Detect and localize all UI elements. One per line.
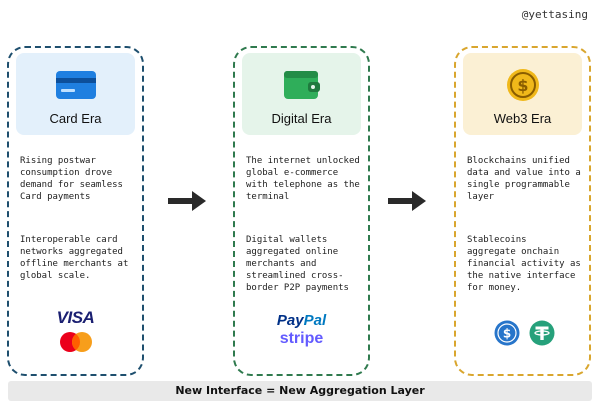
credit-card-icon	[55, 71, 96, 99]
dollar-coin-icon: $	[506, 69, 539, 101]
era-title: Card Era	[49, 111, 102, 126]
era-title: Web3 Era	[493, 111, 552, 126]
visa-logo: VISA	[56, 308, 95, 327]
author-handle: @yettasing	[521, 8, 588, 21]
era-description: Digital wallets aggregated online mercha…	[246, 235, 349, 293]
right-arrow-icon	[168, 191, 206, 211]
svg-text:$: $	[503, 327, 511, 341]
stripe-logo: stripe	[279, 330, 324, 347]
digital-era-logos: PayPal stripe	[235, 306, 368, 366]
web3-era-panel: $ Web3 Era Blockchains unified data and …	[454, 46, 591, 376]
digital-era-header: Digital Era	[242, 53, 361, 135]
era-description: Interoperable card networks aggregated o…	[20, 235, 129, 281]
card-era-logos: VISA	[9, 306, 142, 366]
wallet-icon	[283, 71, 320, 99]
web3-era-header: $ Web3 Era	[463, 53, 582, 135]
era-description: Stablecoins aggregate onchain financial …	[467, 235, 581, 293]
era-description: Rising postwar consumption drove demand …	[20, 156, 123, 202]
era-title: Digital Era	[271, 111, 332, 126]
card-era-panel: Card Era Rising postwar consumption drov…	[7, 46, 144, 376]
mastercard-icon	[59, 332, 92, 352]
right-arrow-icon	[388, 191, 426, 211]
era-description: The internet unlocked global e-commerce …	[246, 156, 360, 202]
web3-era-logos: $	[456, 306, 589, 366]
paypal-logo: PayPal	[276, 312, 327, 329]
svg-text:$: $	[517, 76, 528, 95]
era-description: Blockchains unified data and value into …	[467, 156, 581, 202]
digital-era-panel: Digital Era The internet unlocked global…	[233, 46, 370, 376]
tether-icon	[529, 320, 555, 346]
footer-banner: New Interface = New Aggregation Layer	[8, 381, 592, 401]
usdc-icon: $	[494, 320, 520, 346]
card-era-header: Card Era	[16, 53, 135, 135]
